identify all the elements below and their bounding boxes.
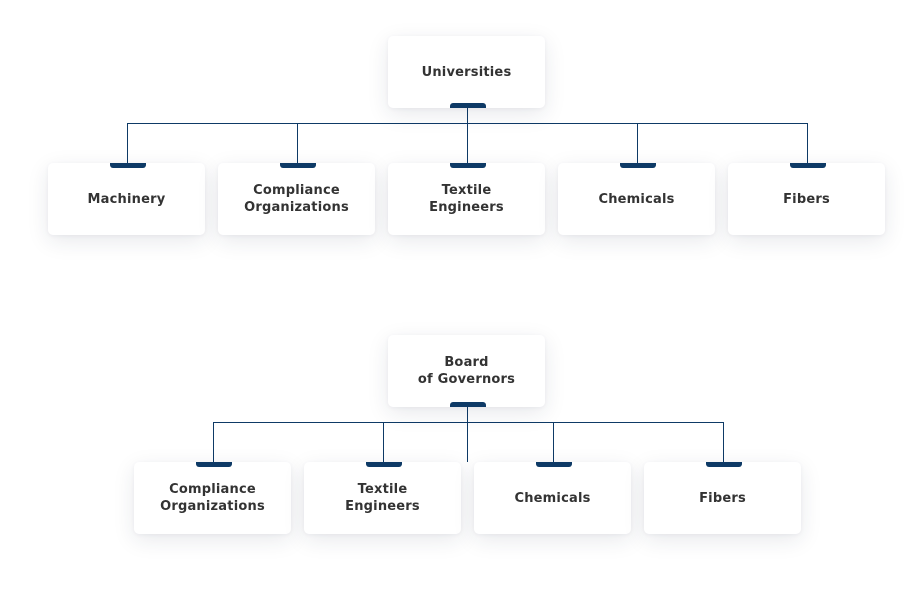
connector-tab [366, 462, 402, 467]
child-node: Compliance Organizations [218, 163, 375, 235]
connector-tab [450, 103, 486, 108]
child-node: Chemicals [474, 462, 631, 534]
node-label: Textile Engineers [345, 482, 420, 514]
node-label: Chemicals [598, 191, 675, 207]
connector-tab [620, 163, 656, 168]
child-node: Compliance Organizations [134, 462, 291, 534]
connector-tab [280, 163, 316, 168]
node-label: Board of Governors [417, 355, 516, 387]
node-label: Textile Engineers [429, 183, 504, 215]
connector-line [553, 422, 554, 462]
connector-line [213, 422, 724, 423]
child-node: Machinery [48, 163, 205, 235]
root-node: Board of Governors [388, 335, 545, 407]
node-label: Universities [421, 64, 512, 80]
connector-tab [706, 462, 742, 467]
connector-tab [450, 163, 486, 168]
connector-line [467, 107, 468, 163]
connector-tab [536, 462, 572, 467]
node-label: Chemicals [514, 490, 591, 506]
child-node: Fibers [644, 462, 801, 534]
child-node: Fibers [728, 163, 885, 235]
connector-line [297, 123, 298, 163]
child-node: Chemicals [558, 163, 715, 235]
connector-line [467, 406, 468, 462]
connector-line [637, 123, 638, 163]
connector-tab [110, 163, 146, 168]
child-node: Textile Engineers [304, 462, 461, 534]
connector-line [213, 422, 214, 462]
node-label: Compliance Organizations [244, 183, 349, 215]
node-label: Machinery [87, 191, 166, 207]
connector-line [723, 422, 724, 462]
node-label: Fibers [699, 490, 746, 506]
connector-tab [790, 163, 826, 168]
connector-line [127, 123, 808, 124]
connector-line [383, 422, 384, 462]
connector-tab [450, 402, 486, 407]
connector-line [807, 123, 808, 163]
child-node: Textile Engineers [388, 163, 545, 235]
node-label: Compliance Organizations [160, 482, 265, 514]
node-label: Fibers [783, 191, 830, 207]
connector-tab [196, 462, 232, 467]
root-node: Universities [388, 36, 545, 108]
connector-line [127, 123, 128, 163]
